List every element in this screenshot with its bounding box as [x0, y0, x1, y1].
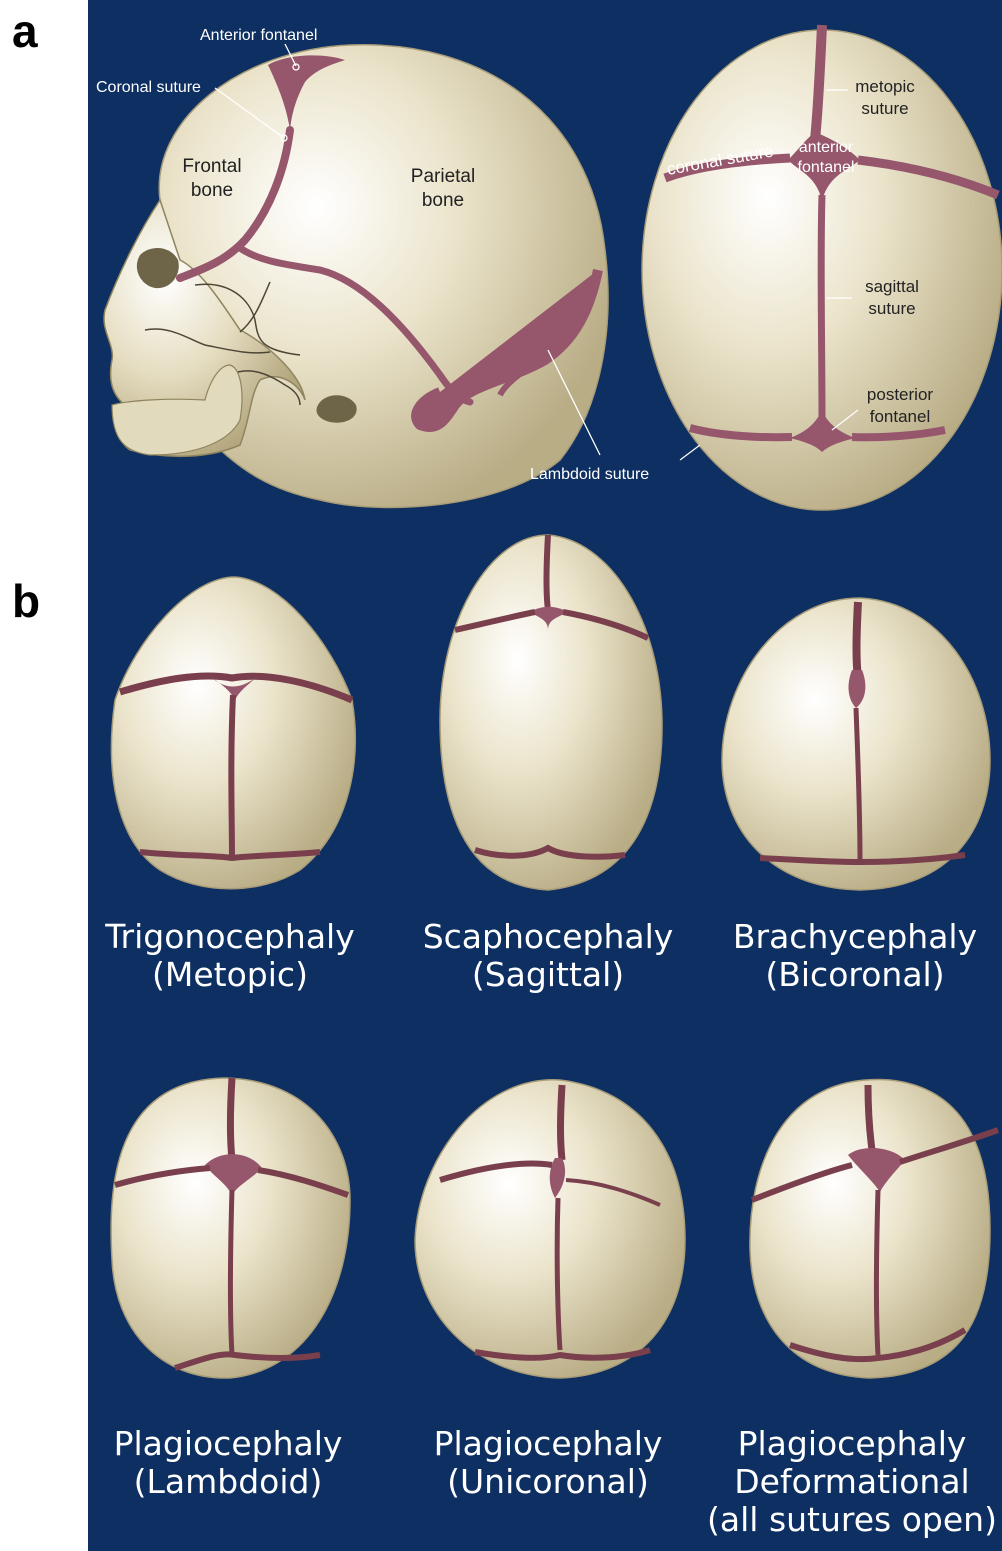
label-frontal-bone-2: bone — [191, 180, 233, 201]
caption-line-1: Trigonocephaly — [80, 918, 380, 956]
label-metopic-2: suture — [861, 99, 908, 118]
label-lambdoid-suture: Lambdoid suture — [530, 466, 649, 483]
caption-line-1: Plagiocephaly — [398, 1425, 698, 1463]
caption-line-2: (Bicoronal) — [705, 956, 1002, 994]
label-frontal-bone-1: Frontal — [182, 156, 241, 177]
caption-line-1: Brachycephaly — [705, 918, 1002, 956]
label-sagittal-2: suture — [868, 299, 915, 318]
caption-line-1: Plagiocephaly — [78, 1425, 378, 1463]
label-coronal-suture: Coronal suture — [96, 79, 201, 96]
caption-trigonocephaly: Trigonocephaly (Metopic) — [80, 918, 380, 994]
caption-brachycephaly: Brachycephaly (Bicoronal) — [705, 918, 1002, 994]
caption-plagiocephaly-deformational: Plagiocephaly Deformational (all sutures… — [702, 1425, 1002, 1539]
caption-plagiocephaly-unicoronal: Plagiocephaly (Unicoronal) — [398, 1425, 698, 1501]
skull-brachycephaly — [722, 598, 990, 890]
caption-line-2: (Sagittal) — [398, 956, 698, 994]
label-anterior-1: anterior — [799, 139, 854, 156]
label-sagittal-1: sagittal — [865, 277, 919, 296]
label-metopic-1: metopic — [855, 77, 915, 96]
label-posterior-1: posterior — [867, 385, 933, 404]
caption-plagiocephaly-lambdoid: Plagiocephaly (Lambdoid) — [78, 1425, 378, 1501]
label-anterior-2: fontanel — [798, 159, 855, 176]
top-skull: metopic suture coronal suture anterior f… — [642, 25, 1002, 510]
skull-plagiocephaly-lambdoid — [111, 1078, 350, 1378]
skull-trigonocephaly — [111, 577, 355, 889]
label-parietal-bone-2: bone — [422, 190, 464, 211]
caption-line-2: (Lambdoid) — [78, 1463, 378, 1501]
caption-line-2: Deformational — [702, 1463, 1002, 1501]
label-parietal-bone-1: Parietal — [411, 166, 475, 187]
lateral-skull: Anterior fontanel Coronal suture Frontal… — [96, 27, 649, 507]
caption-line-3: (all sutures open) — [702, 1501, 1002, 1539]
caption-line-2: (Unicoronal) — [398, 1463, 698, 1501]
skull-scaphocephaly — [440, 535, 662, 890]
skull-plagiocephaly-deformational — [750, 1080, 998, 1378]
skull-plagiocephaly-unicoronal — [415, 1080, 685, 1378]
caption-line-1: Plagiocephaly — [702, 1425, 1002, 1463]
caption-line-1: Scaphocephaly — [398, 918, 698, 956]
caption-line-2: (Metopic) — [80, 956, 380, 994]
label-anterior-fontanel: Anterior fontanel — [200, 27, 317, 44]
label-posterior-2: fontanel — [870, 407, 931, 426]
caption-scaphocephaly: Scaphocephaly (Sagittal) — [398, 918, 698, 994]
